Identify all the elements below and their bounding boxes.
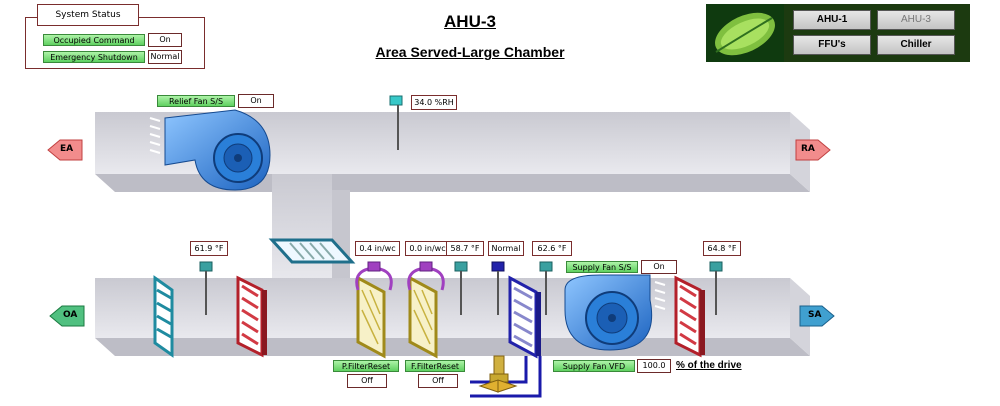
supply-fan-ss-label: Supply Fan S/S	[566, 261, 638, 273]
final-filter-icon	[407, 266, 445, 359]
sensor-icon	[539, 261, 553, 315]
occupied-command-value[interactable]: On	[148, 33, 182, 47]
supply-arrow-icon	[799, 305, 835, 327]
sensor-icon	[199, 261, 213, 315]
sensor-icon	[389, 95, 403, 150]
nav-ahu-3-button[interactable]: AHU-3	[877, 10, 955, 30]
nav-ahu-1-button[interactable]: AHU-1	[793, 10, 871, 30]
leaf-logo-icon	[706, 4, 784, 62]
final-filter-reset-value[interactable]: Off	[418, 374, 458, 388]
sensor-icon	[709, 261, 723, 315]
emergency-shutdown-label: Emergency Shutdown	[43, 51, 145, 63]
after-coil-temp-readout: 62.6 °F	[532, 241, 572, 256]
connector-duct	[272, 174, 332, 284]
sensor-icon	[454, 261, 468, 315]
sensor-icon	[367, 261, 433, 272]
page-subtitle: Area Served-Large Chamber	[375, 44, 565, 60]
freeze-stat-readout: Normal	[488, 241, 524, 256]
valve-icon	[478, 355, 518, 393]
prefilter-dp-readout: 0.4 in/wc	[355, 241, 400, 256]
preheat-coil-icon	[236, 275, 267, 358]
oa-damper-icon	[153, 275, 174, 358]
bypass-damper-icon	[268, 238, 356, 264]
occupied-command-label: Occupied Command	[43, 34, 145, 46]
nav-chiller-button[interactable]: Chiller	[877, 35, 955, 55]
supply-air-temp-readout: 64.8 °F	[703, 241, 741, 256]
exhaust-arrow-icon	[47, 139, 83, 161]
supply-fan-ss-value[interactable]: On	[641, 260, 677, 274]
relief-fan-icon	[149, 109, 271, 191]
relief-fan-value[interactable]: On	[238, 94, 274, 108]
supply-fan-vfd-label: Supply Fan VFD	[553, 360, 635, 372]
supply-fan-icon	[564, 274, 666, 351]
outside-arrow-icon	[49, 305, 85, 327]
emergency-shutdown-value[interactable]: Normal	[148, 50, 182, 64]
return-air-label: RA	[801, 144, 815, 154]
reheat-coil-icon	[674, 275, 705, 358]
relief-fan-label: Relief Fan S/S	[157, 95, 235, 107]
exhaust-air-label: EA	[60, 144, 74, 154]
system-status-title: System Status	[37, 4, 139, 26]
after-filter-temp-readout: 58.7 °F	[446, 241, 484, 256]
supply-fan-vfd-units: % of the drive	[676, 360, 742, 371]
prefilter-reset-value[interactable]: Off	[347, 374, 387, 388]
final-filter-reset-label: F.FilterReset	[405, 360, 465, 372]
prefilter-reset-label: P.FilterReset	[333, 360, 399, 372]
mixed-air-temp-readout: 61.9 °F	[190, 241, 228, 256]
return-humidity-readout: 34.0 %RH	[411, 95, 457, 110]
final-filter-dp-readout: 0.0 in/wc	[405, 241, 450, 256]
prefilter-icon	[355, 266, 393, 359]
return-arrow-icon	[795, 139, 831, 161]
nav-ffus-button[interactable]: FFU's	[793, 35, 871, 55]
supply-fan-vfd-value[interactable]: 100.0	[637, 359, 671, 373]
outside-air-label: OA	[63, 310, 78, 320]
page-title: AHU-3	[444, 12, 496, 31]
sensor-icon	[491, 261, 505, 315]
supply-air-label: SA	[808, 310, 822, 320]
cooling-coil-icon	[470, 275, 542, 398]
